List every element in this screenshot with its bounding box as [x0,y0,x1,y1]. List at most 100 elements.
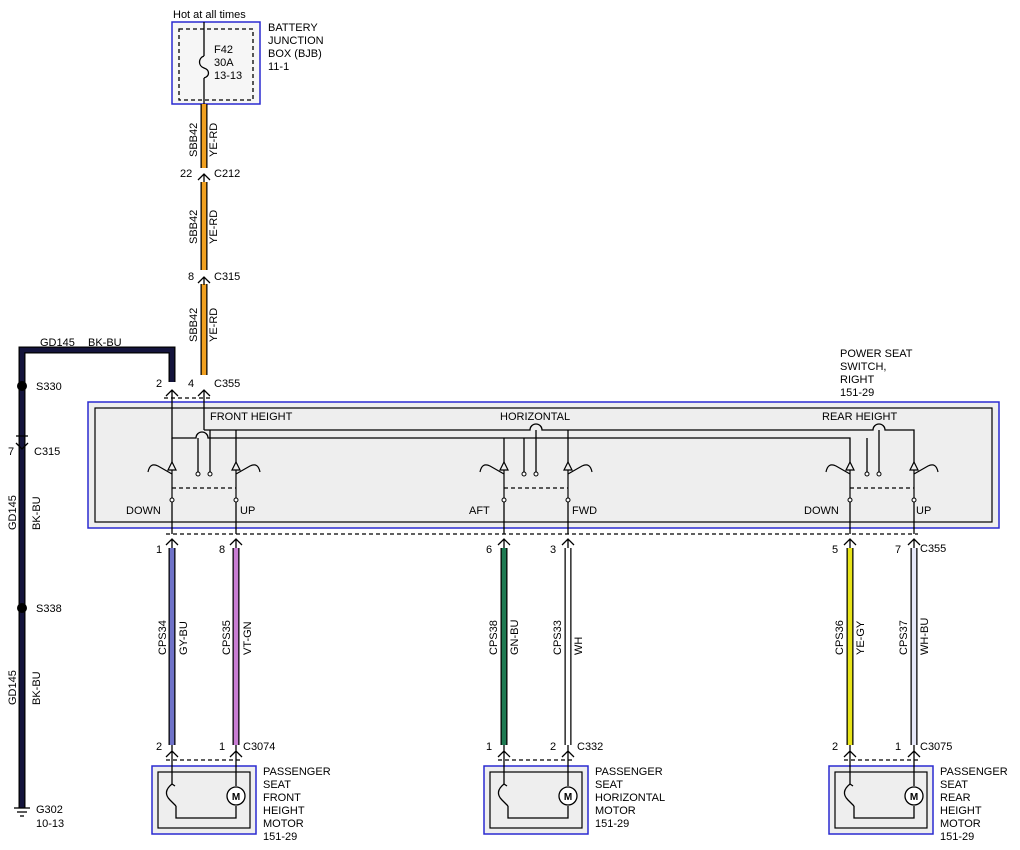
motor-pin-connector-icon [843,745,857,758]
splice-s330-icon [17,381,27,391]
motor-symbol-label: M [910,792,918,803]
bjb-inner-dashed [178,28,254,101]
section-horizontal: HORIZONTAL [500,411,570,423]
motor-pin-connector-icon [561,745,575,758]
motor-bottom-lead [853,806,915,819]
pos-front-up: UP [240,505,255,517]
motor1-line2: SEAT [263,779,291,791]
c315-feed-pin: 8 [188,271,194,283]
motor3-line1: PASSENGER [940,766,1008,778]
c332-pin-b: 2 [550,741,556,753]
pivot-icon [847,497,853,503]
contact-arm [235,464,261,476]
c3074-pin-b: 1 [219,741,225,753]
motor-3: M [828,757,934,835]
output-wires [165,538,921,758]
wire3-pin: 6 [486,544,492,556]
wire6-circuit: CPS37 [898,620,910,655]
switch-contact-4 [563,460,593,534]
c355-pin-connector-icon [497,538,511,548]
c212-name: C212 [214,168,240,180]
fuse-amps: 30A [214,57,234,69]
motor2-line2: SEAT [595,779,623,791]
power-seat-switch-box [87,401,1000,529]
ground-seg2-circuit: GD145 [7,495,19,530]
feed-seg2-circuit: SBB42 [188,210,200,244]
switch-title-3: RIGHT [840,374,875,386]
motor-1: M [151,757,257,835]
c212-connector-icon [197,173,211,182]
pivot-icon [501,497,507,503]
motor-icon [226,786,246,806]
motor1-line3: FRONT [263,792,301,804]
wire6-color: WH-BU [919,618,931,655]
contact-arm [567,464,593,476]
ground-top-circuit: GD145 [40,337,75,349]
bus-contact-icon [207,471,213,477]
pos-front-down: DOWN [126,505,161,517]
switch-contacts [147,460,939,534]
ground-symbol-icon [14,807,30,817]
wire5-pin: 5 [832,544,838,556]
wire6-pin: 7 [895,544,901,556]
switch-inner-frame [94,407,993,523]
contact-arm [479,464,505,476]
wire1-circuit: CPS34 [157,620,169,655]
motor-icon [904,786,924,806]
splice-s338-icon [17,603,27,613]
feed-seg3-circuit: SBB42 [188,308,200,342]
motor2-line3: HORIZONTAL [595,792,665,804]
wire5-color: YE-GY [855,620,867,655]
bus-contact-icon [876,471,882,477]
fuse-id: F42 [214,44,233,56]
motor-inner-box [834,771,928,829]
c3075-name: C3075 [920,741,952,753]
c315-ground-connector-icon [15,442,29,450]
pivot-icon [233,497,239,503]
motor2-line5: 151-29 [595,818,629,830]
motor3-line4: HEIGHT [940,805,982,817]
motor3-line6: 151-29 [940,831,974,843]
wire1-color: GY-BU [178,621,190,655]
bjb-title-2: JUNCTION [268,35,324,47]
ground-seg2-color: BK-BU [31,496,43,530]
motor2-line4: MOTOR [595,805,636,817]
bjb-box [171,21,261,105]
c3074-name: C3074 [243,741,275,753]
switch-contact-5 [825,460,855,534]
motor-bottom-lead [507,806,569,819]
wire2-circuit: CPS35 [221,620,233,655]
switch-contact-2 [231,460,261,534]
motor-pin-connector-icon [497,745,511,758]
switch-contact-6 [909,460,939,534]
wire1-pin: 1 [156,544,162,556]
switch-title-1: POWER SEAT [840,348,913,360]
bus-contact-icon [521,471,527,477]
c355-top-ground-connector-icon [165,389,179,398]
wire5-circuit: CPS36 [834,620,846,655]
pos-fwd: FWD [572,505,597,517]
pivot-icon [169,497,175,503]
c355-top-feed-connector-icon [197,389,211,398]
c332-pin-a: 1 [486,741,492,753]
feed-seg1-color: YE-RD [208,123,220,157]
bus-contact-icon [195,471,201,477]
splice-s338: S338 [36,603,62,615]
motor-spring-icon [843,783,855,807]
ground-point-g302: G302 [36,804,63,816]
motor-icon [558,786,578,806]
feed-seg2-color: YE-RD [208,210,220,244]
motor1-line1: PASSENGER [263,766,331,778]
wire2-pin: 8 [219,544,225,556]
hot-at-all-times-label: Hot at all times [173,9,246,21]
switch-contact-1 [147,460,177,534]
wire4-circuit: CPS33 [552,620,564,655]
c3074-pin-a: 2 [156,741,162,753]
c355-pin-connector-icon [561,538,575,548]
ground-seg3-circuit: GD145 [7,670,19,705]
c315-ground-pin: 7 [8,446,14,458]
bus-contact-icon [533,471,539,477]
contact-arm [825,464,851,476]
ground-point-ref: 10-13 [36,818,64,830]
bjb-title-3: BOX (BJB) [268,48,322,60]
